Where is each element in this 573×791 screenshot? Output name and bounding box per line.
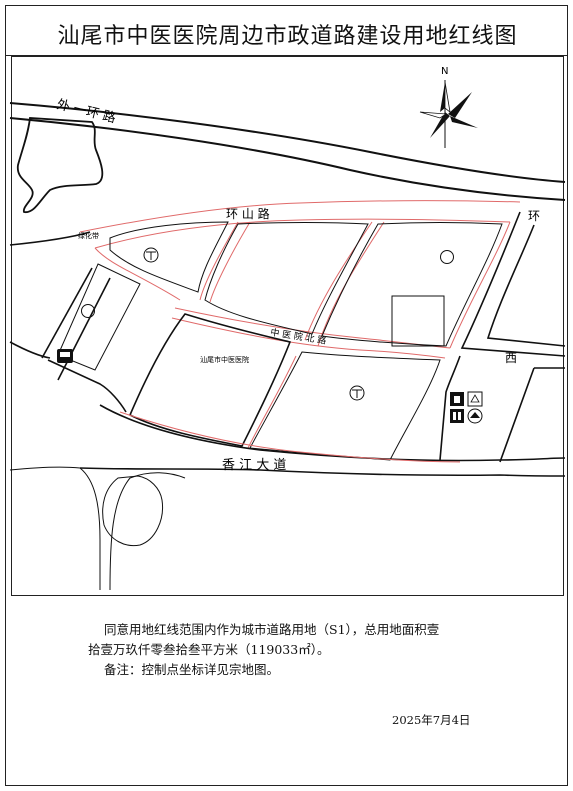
pump-station-icon: [349, 385, 365, 401]
note-line-1: 同意用地红线范围内作为城市道路用地（S1），总用地面积壹: [104, 622, 440, 637]
red-line-lower-diagonal: [247, 355, 297, 449]
approval-note: 同意用地红线范围内作为城市道路用地（S1），总用地面积壹 拾壹万玖仟零叁拾叁平方…: [88, 620, 528, 680]
substation-block: [391, 295, 445, 347]
label-xiangjiang-avenue: 香 江 大 道: [222, 458, 286, 473]
block-outline-left-mid: [57, 263, 141, 371]
label-greenbelt: 绿化带: [78, 231, 99, 240]
red-line-huanshan-south: [94, 218, 511, 249]
label-hospital: 汕尾市中医医院: [200, 355, 249, 364]
lower-road-loop-mid: [109, 472, 186, 591]
red-line-diagonal-road-b: [209, 221, 251, 303]
circle-marker-icon: [81, 304, 95, 318]
right-road-edge-b: [486, 224, 566, 347]
xiangjiang-south-edge: [79, 467, 566, 477]
left-road-edge-b: [9, 341, 51, 359]
block-outline-center-top: [204, 222, 369, 335]
label-huan-right: 环: [528, 209, 540, 223]
block-outline-left-top: [109, 221, 229, 293]
red-line-diagonal-road-d: [317, 221, 385, 347]
outer-ring-road-bottom-edge: [9, 117, 566, 201]
right-lower-block: [499, 367, 565, 463]
trash-icon: [450, 392, 464, 406]
outer-ring-road-top-edge: [9, 102, 566, 183]
map-frame: [11, 56, 564, 596]
block-outline-hospital: [128, 313, 292, 447]
right-road-edge-a: [460, 211, 566, 357]
title-divider: [6, 55, 567, 56]
red-line-xiangjiang: [119, 411, 461, 463]
north-arrow-icon: [419, 80, 478, 148]
red-line-left-road-a: [94, 247, 181, 301]
block-outline-right-top: [321, 222, 503, 347]
red-line-right-road-a: [449, 221, 511, 349]
left-road-edge-c: [41, 267, 93, 359]
lower-road-island: [102, 475, 164, 547]
note-line-2: 拾壹万玖仟零叁拾叁平方米（119033㎡）。: [88, 642, 330, 657]
xiangjiang-north-edge: [99, 404, 566, 462]
red-line-diagonal-road-c: [304, 221, 373, 341]
bus-station-icon: [57, 349, 73, 363]
north-label: N: [441, 66, 448, 77]
recycle-icon: [467, 391, 483, 407]
waste-transfer-icon: [467, 408, 483, 424]
red-line-diagonal-road-a: [199, 221, 239, 301]
map-sheet: 汕尾市中医医院周边市政道路建设用地红线图: [5, 5, 568, 786]
map-title: 汕尾市中医医院周边市政道路建设用地红线图: [57, 24, 518, 49]
red-line-huanshan-north: [79, 200, 521, 233]
water-body-outline: [16, 117, 104, 213]
circle-marker-icon: [440, 250, 454, 264]
lower-road-loop-left: [9, 466, 101, 590]
red-line-zhongyi-south: [171, 317, 446, 359]
toilet-icon: [450, 409, 464, 423]
approval-date: 2025年7月4日: [392, 713, 471, 727]
pump-station-icon: [143, 247, 159, 263]
left-road-edge-d: [57, 277, 111, 381]
bus-block-edge: [47, 359, 127, 413]
right-block-edge: [439, 355, 461, 461]
label-huanshan-road: 环 山 路: [226, 206, 270, 221]
label-xi: 西: [505, 351, 517, 365]
note-line-3: 备注：控制点坐标详见宗地图。: [104, 662, 280, 677]
left-road-edge-a: [9, 231, 91, 246]
